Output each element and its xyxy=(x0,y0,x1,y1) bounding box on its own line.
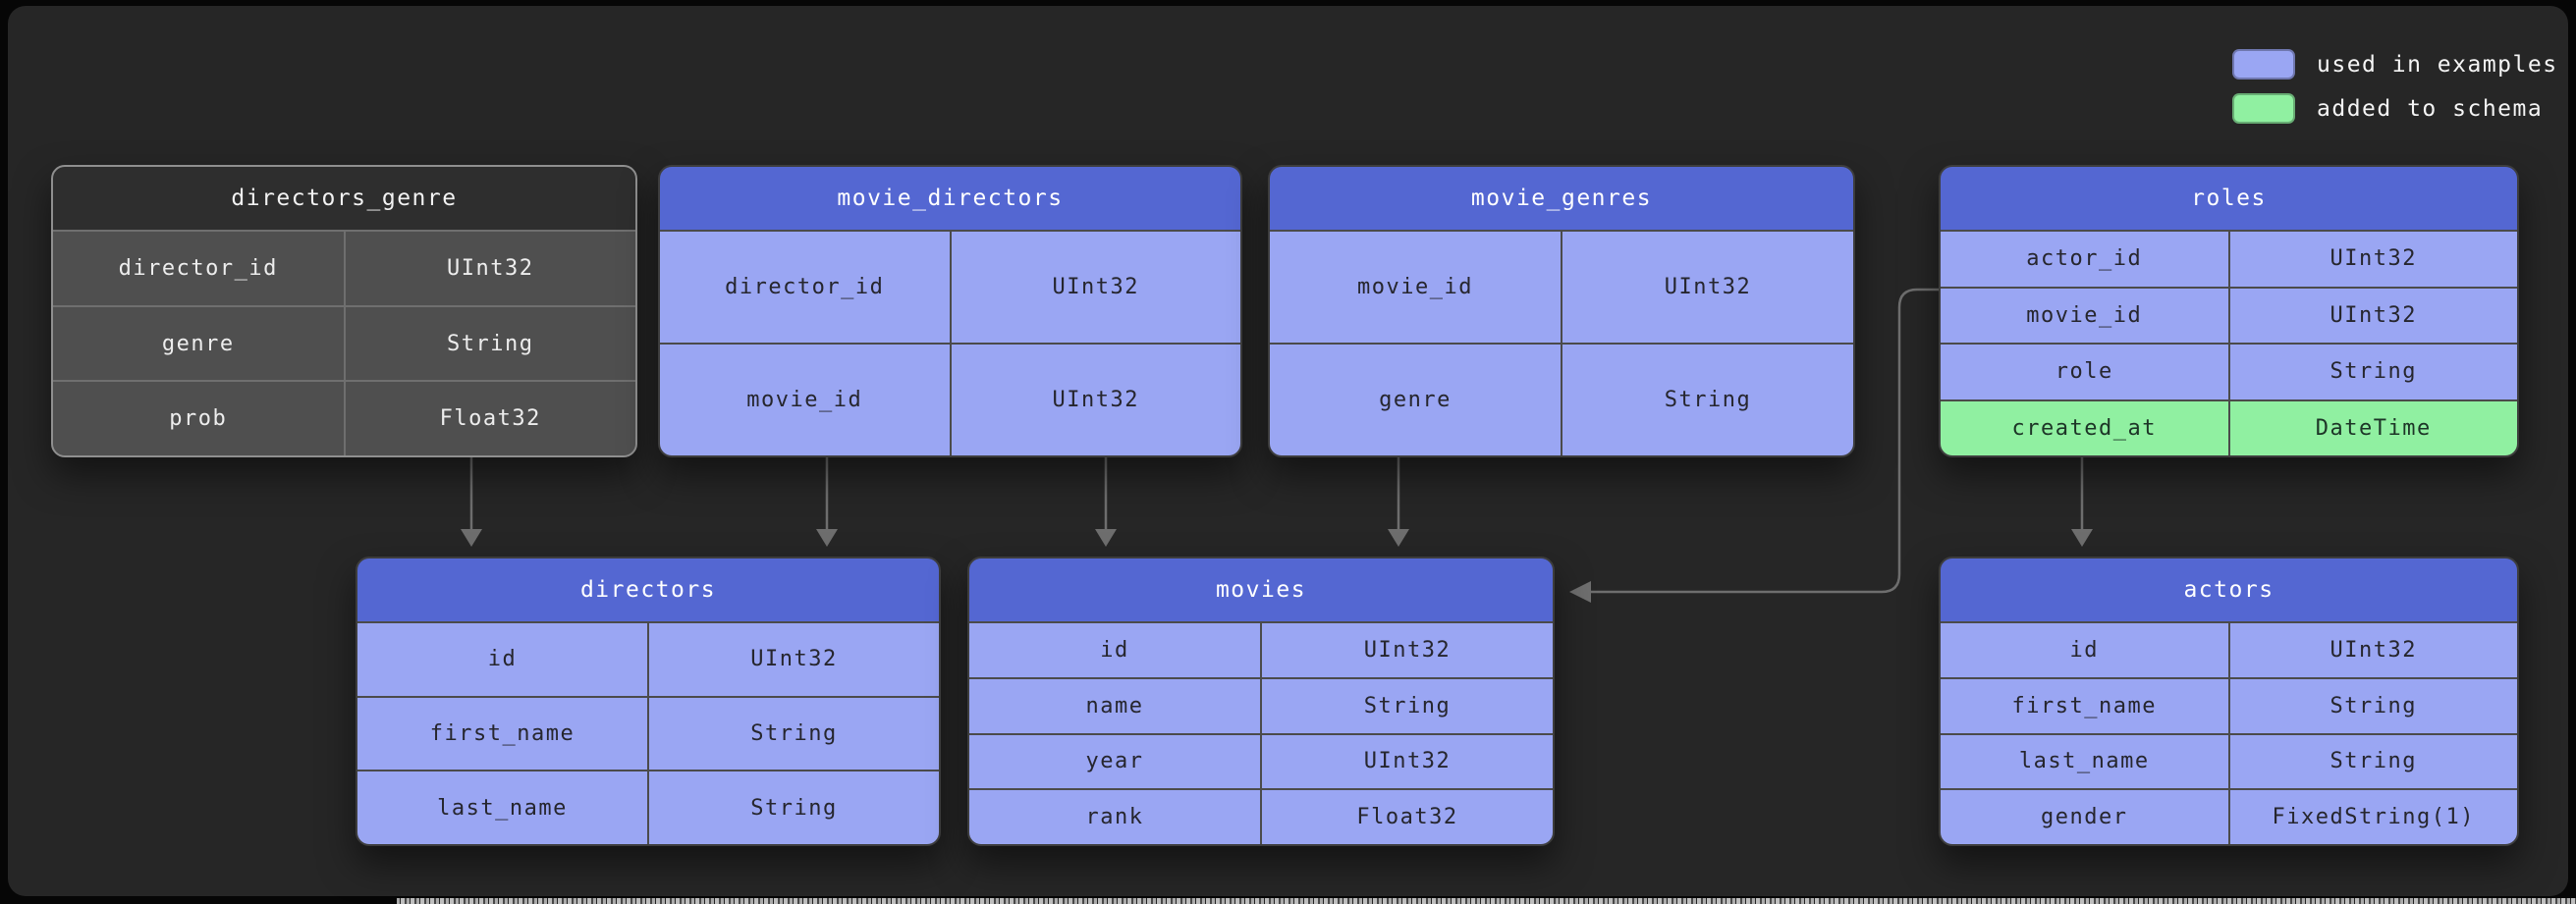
field-name-movie_id: movie_id xyxy=(660,345,952,455)
legend-swatch-used-in-examples-icon xyxy=(2232,49,2295,80)
table-title-movie_directors: movie_directors xyxy=(660,167,1240,230)
legend-label: used in examples xyxy=(2317,51,2558,78)
field-name-role: role xyxy=(1941,345,2230,399)
field-type-id: UInt32 xyxy=(2229,623,2517,677)
legend-item-added-to-schema: added to schema xyxy=(2232,93,2558,124)
field-name-genre: genre xyxy=(1270,345,1562,455)
field-type-gender: FixedString(1) xyxy=(2229,790,2517,844)
field-name-prob: prob xyxy=(53,382,346,455)
field-name-last_name: last_name xyxy=(357,771,649,844)
field-name-first_name: first_name xyxy=(357,697,649,771)
field-type-rank: Float32 xyxy=(1262,790,1553,844)
field-name-name: name xyxy=(969,678,1262,733)
table-title-roles: roles xyxy=(1941,167,2517,230)
field-name-movie_id: movie_id xyxy=(1270,232,1562,343)
field-name-movie_id: movie_id xyxy=(1941,288,2230,343)
field-name-actor_id: actor_id xyxy=(1941,232,2230,287)
field-name-year: year xyxy=(969,734,1262,789)
field-type-genre: String xyxy=(345,306,635,381)
table-title-directors: directors xyxy=(357,558,939,621)
field-type-name: String xyxy=(1262,678,1553,733)
field-name-id: id xyxy=(357,623,649,696)
legend-label: added to schema xyxy=(2317,95,2544,122)
field-name-director_id: director_id xyxy=(53,232,346,305)
field-type-director_id: UInt32 xyxy=(951,232,1240,343)
field-type-movie_id: UInt32 xyxy=(2229,288,2517,343)
field-name-genre: genre xyxy=(53,306,346,381)
field-type-director_id: UInt32 xyxy=(345,232,635,305)
bottom-edge-artifact xyxy=(397,898,2576,904)
field-type-prob: Float32 xyxy=(345,382,635,455)
field-type-id: UInt32 xyxy=(1262,623,1553,677)
field-type-movie_id: UInt32 xyxy=(1562,232,1853,343)
field-name-created_at: created_at xyxy=(1941,400,2230,455)
legend: used in examples added to schema xyxy=(2232,49,2558,124)
field-name-director_id: director_id xyxy=(660,232,952,343)
table-title-movie_genres: movie_genres xyxy=(1270,167,1853,230)
field-type-actor_id: UInt32 xyxy=(2229,232,2517,287)
field-type-role: String xyxy=(2229,345,2517,399)
field-name-id: id xyxy=(1941,623,2230,677)
field-type-id: UInt32 xyxy=(649,623,939,696)
field-type-first_name: String xyxy=(2229,678,2517,733)
field-name-first_name: first_name xyxy=(1941,678,2230,733)
field-type-created_at: DateTime xyxy=(2229,400,2517,455)
field-name-rank: rank xyxy=(969,790,1262,844)
field-type-first_name: String xyxy=(649,697,939,771)
table-title-directors_genre: directors_genre xyxy=(53,167,635,230)
field-type-year: UInt32 xyxy=(1262,734,1553,789)
table-title-movies: movies xyxy=(969,558,1553,621)
field-type-genre: String xyxy=(1562,345,1853,455)
legend-item-used-in-examples: used in examples xyxy=(2232,49,2558,80)
field-type-last_name: String xyxy=(2229,734,2517,789)
table-title-actors: actors xyxy=(1941,558,2517,621)
field-name-gender: gender xyxy=(1941,790,2230,844)
legend-swatch-added-to-schema-icon xyxy=(2232,93,2295,124)
field-type-movie_id: UInt32 xyxy=(951,345,1240,455)
field-type-last_name: String xyxy=(649,771,939,844)
field-name-last_name: last_name xyxy=(1941,734,2230,789)
field-name-id: id xyxy=(969,623,1262,677)
